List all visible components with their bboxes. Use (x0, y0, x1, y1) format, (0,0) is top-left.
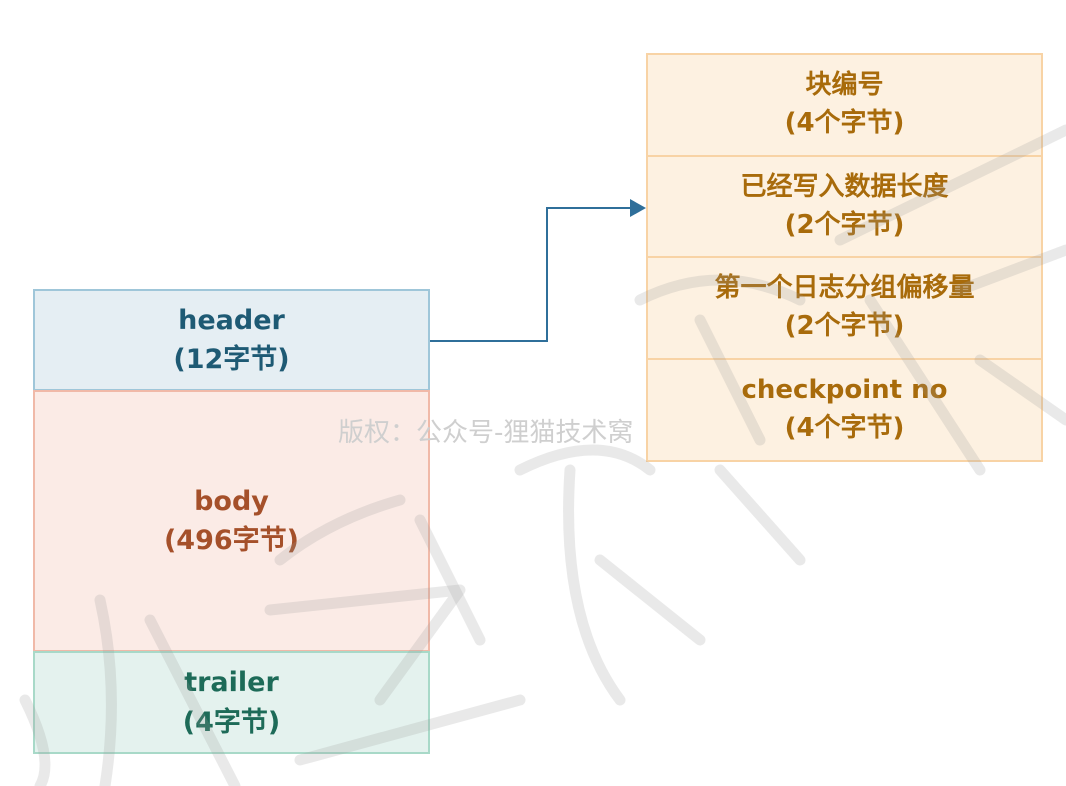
body-block: body (496字节) (33, 390, 430, 652)
body-size: (496字节) (163, 525, 300, 556)
copyright-text: 版权：公众号-狸猫技术窝 (338, 418, 634, 448)
header-block: header (12字节) (33, 289, 430, 391)
header-size: (12字节) (173, 344, 290, 375)
body-label: body (194, 485, 269, 517)
field-label: checkpoint no (741, 375, 948, 406)
trailer-size: (4字节) (182, 706, 281, 738)
arrow-line (430, 207, 632, 342)
trailer-block: trailer (4字节) (33, 651, 430, 754)
field-size: (4个字节) (784, 108, 905, 138)
field-label: 块编号 (805, 70, 884, 101)
header-label: header (178, 304, 285, 336)
field-checkpoint-no: checkpoint no (4个字节) (646, 358, 1043, 462)
field-label: 第一个日志分组偏移量 (714, 273, 975, 304)
field-block-number: 块编号 (4个字节) (646, 53, 1043, 157)
field-label: 已经写入数据长度 (740, 171, 949, 202)
trailer-label: trailer (184, 667, 279, 699)
field-size: (2个字节) (784, 311, 905, 341)
field-first-group-offset: 第一个日志分组偏移量 (2个字节) (646, 256, 1043, 360)
field-size: (4个字节) (784, 413, 905, 443)
arrow-head-icon (630, 199, 646, 217)
field-size: (2个字节) (784, 209, 905, 240)
field-data-length: 已经写入数据长度 (2个字节) (646, 155, 1043, 258)
